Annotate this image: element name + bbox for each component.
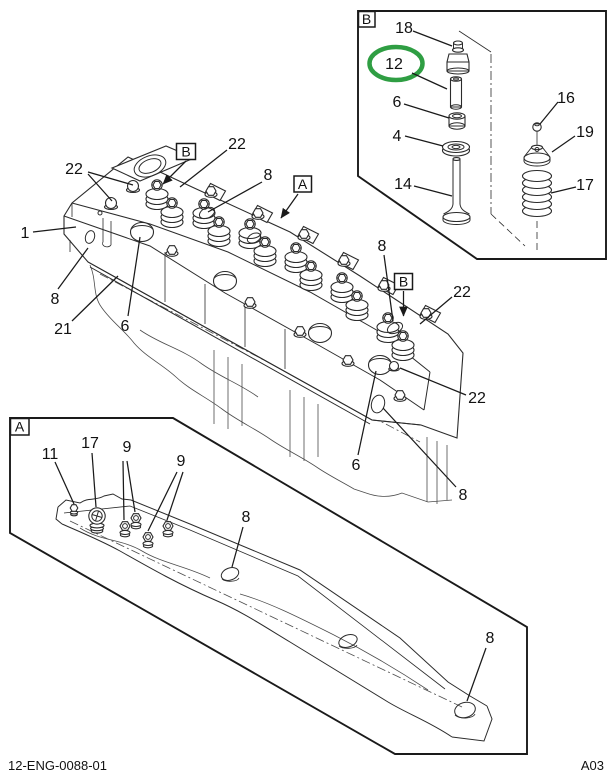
detail-b-border: [357, 10, 607, 260]
callout-17a: 17: [81, 435, 99, 452]
view-ref-a-label: A: [298, 176, 308, 192]
callout-11: 11: [42, 446, 59, 463]
callout-8-right-bottom: 8: [459, 487, 468, 504]
cylinder-head-drawing: [63, 145, 464, 439]
callout-17: 17: [576, 177, 594, 194]
view-ref-b-right-label: B: [399, 274, 408, 290]
callout-8b: 8: [486, 630, 495, 647]
callout-9-first: 9: [123, 439, 132, 456]
callout-14: 14: [394, 176, 412, 193]
callout-22-top: 22: [228, 136, 246, 153]
part-valve: [442, 157, 471, 225]
callout-8-right-top: 8: [378, 238, 387, 255]
callout-16: 16: [557, 90, 575, 107]
callout-9-second: 9: [177, 453, 186, 470]
callout-4: 4: [393, 128, 402, 145]
part-valve-stem-seal: [446, 40, 470, 75]
detail-a-label-box: [9, 417, 30, 436]
cup-plugs: [103, 179, 400, 372]
callout-8-top: 8: [264, 167, 273, 184]
part-valve-keeper: [532, 122, 542, 146]
callout-6-right: 6: [352, 457, 361, 474]
callout-18: 18: [395, 20, 413, 37]
callout-6-left: 6: [121, 318, 130, 335]
callout-19: 19: [576, 124, 594, 141]
detail-b-label-box: [357, 10, 376, 28]
part-plug-17: [88, 507, 106, 534]
detail-view-b: B: [357, 10, 607, 260]
part-valve-guide: [449, 76, 463, 110]
detail-view-a: A: [9, 417, 528, 755]
head-strip-drawing: [55, 493, 493, 742]
callout-22-right-lower: 22: [468, 390, 486, 407]
part-bolt-11: [69, 504, 79, 517]
main-view-callouts: 22 22 8 1 8 21 6 8 22 22 6 8 B A B: [21, 136, 486, 504]
part-plug-9a: [119, 521, 131, 538]
highlight-ellipse-item-12: [367, 44, 425, 83]
callout-1: 1: [21, 225, 30, 242]
detail-b-label: B: [362, 11, 371, 27]
part-spring-retainer: [523, 144, 551, 167]
detail-a-label: A: [15, 419, 25, 435]
footer-doc-number: 12-ENG-0088-01: [8, 758, 107, 773]
part-valve-rotator: [441, 140, 471, 157]
part-valve-spring: [521, 169, 553, 218]
detail-a-border: [9, 417, 528, 755]
deck-ports: [198, 206, 404, 414]
callout-6: 6: [393, 94, 402, 111]
view-ref-b-top: B: [162, 142, 197, 185]
callout-22-top-left: 22: [65, 161, 83, 178]
callout-21: 21: [54, 321, 72, 338]
view-ref-b-right: B: [393, 272, 414, 317]
view-ref-b-top-label: B: [181, 144, 190, 160]
footer-page-code: A03: [581, 758, 604, 773]
part-valve-spring-seat: [448, 112, 466, 130]
callout-8a: 8: [242, 509, 251, 526]
part-plug-9b: [130, 513, 142, 530]
callout-8-left: 8: [51, 291, 60, 308]
part-plug-9d: [162, 521, 174, 538]
view-ref-a: A: [280, 175, 313, 219]
callout-12: 12: [385, 56, 403, 73]
callout-22-right: 22: [453, 284, 471, 301]
part-plug-9c: [142, 532, 154, 549]
